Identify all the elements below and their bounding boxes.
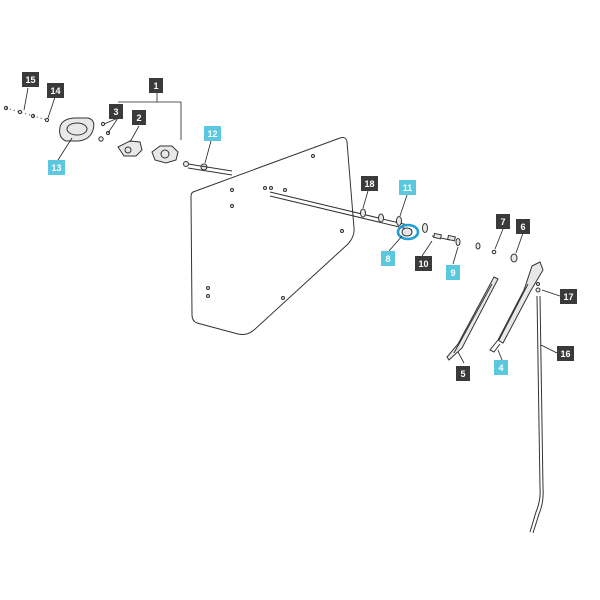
washer-hose-assembly xyxy=(529,282,544,534)
callout-label: 6 xyxy=(520,222,525,232)
washer-part[interactable] xyxy=(378,213,384,223)
callout-box xyxy=(415,256,432,271)
callout-box xyxy=(399,180,416,195)
callout-9[interactable]: 9 xyxy=(446,265,460,280)
callout-label: 3 xyxy=(113,107,118,117)
callout-label: 13 xyxy=(51,163,61,173)
callout-16[interactable]: 16 xyxy=(557,346,574,361)
wiper-shaft-hardware xyxy=(269,191,518,263)
washer-part[interactable] xyxy=(455,238,461,246)
callout-box xyxy=(456,366,470,381)
wiper-arm-and-blade xyxy=(446,261,544,361)
callout-box xyxy=(494,360,508,375)
callout-7[interactable]: 7 xyxy=(496,214,510,229)
callout-15[interactable]: 15 xyxy=(22,72,39,87)
motor-bracket-part[interactable] xyxy=(117,140,143,157)
motor-cover-part[interactable] xyxy=(59,117,95,142)
bushing-part[interactable] xyxy=(401,227,413,237)
nut-part[interactable] xyxy=(447,234,456,242)
callout-label: 2 xyxy=(136,113,141,123)
callout-box xyxy=(132,110,146,125)
callout-label: 5 xyxy=(460,369,465,379)
callout-box xyxy=(22,72,39,87)
callout-5[interactable]: 5 xyxy=(456,366,470,381)
callout-label: 16 xyxy=(560,349,570,359)
selected-part-ring[interactable] xyxy=(396,223,420,241)
callout-6[interactable]: 6 xyxy=(516,219,530,234)
callout-label: 8 xyxy=(385,254,390,264)
nut-part[interactable] xyxy=(491,249,497,255)
callout-box xyxy=(48,160,65,175)
callout-label: 14 xyxy=(50,86,60,96)
wiper-arm-part[interactable] xyxy=(497,261,544,344)
callout-box xyxy=(149,78,163,93)
callout-11[interactable]: 11 xyxy=(399,180,416,195)
callout-8[interactable]: 8 xyxy=(381,251,395,266)
callout-box xyxy=(204,126,221,141)
callout-2[interactable]: 2 xyxy=(132,110,146,125)
callout-label: 12 xyxy=(207,129,217,139)
callout-box xyxy=(496,214,510,229)
washer-part[interactable] xyxy=(360,208,366,218)
callout-10[interactable]: 10 xyxy=(415,256,432,271)
callout-label: 11 xyxy=(403,183,413,193)
washer-part[interactable] xyxy=(475,242,481,250)
callout-12[interactable]: 12 xyxy=(204,126,221,141)
washer-part[interactable] xyxy=(396,216,402,226)
door-glass-panel xyxy=(190,137,355,335)
callout-14[interactable]: 14 xyxy=(47,83,64,98)
callout-13[interactable]: 13 xyxy=(48,160,65,175)
callout-label: 7 xyxy=(500,217,505,227)
callout-label: 10 xyxy=(418,259,428,269)
callout-box xyxy=(516,219,530,234)
callout-box xyxy=(557,346,574,361)
callout-box xyxy=(47,83,64,98)
callout-4[interactable]: 4 xyxy=(494,360,508,375)
callout-box xyxy=(446,265,460,280)
washer-hose-part[interactable] xyxy=(529,295,541,533)
callout-3[interactable]: 3 xyxy=(109,104,123,119)
callout-label: 17 xyxy=(563,292,573,302)
callout-label: 4 xyxy=(498,363,503,373)
callout-1[interactable]: 1 xyxy=(149,78,163,93)
callout-label: 18 xyxy=(364,179,374,189)
callout-label: 1 xyxy=(153,81,158,91)
callout-box xyxy=(109,104,123,119)
callout-18[interactable]: 18 xyxy=(361,176,378,191)
leader-lines xyxy=(23,87,561,364)
callout-17[interactable]: 17 xyxy=(560,289,577,304)
callout-box xyxy=(361,176,378,191)
cap-part[interactable] xyxy=(510,253,518,263)
nozzle-part[interactable] xyxy=(535,287,541,293)
washer-part[interactable] xyxy=(44,117,50,123)
nut-part[interactable] xyxy=(422,223,428,233)
screw-part[interactable] xyxy=(17,109,23,115)
callout-box xyxy=(560,289,577,304)
nut-part[interactable] xyxy=(433,232,442,240)
wiper-motor-assembly xyxy=(3,105,233,176)
callout-box xyxy=(381,251,395,266)
callout-label: 9 xyxy=(450,268,455,278)
wiper-motor-part[interactable] xyxy=(151,145,179,164)
callout-label: 15 xyxy=(25,75,35,85)
